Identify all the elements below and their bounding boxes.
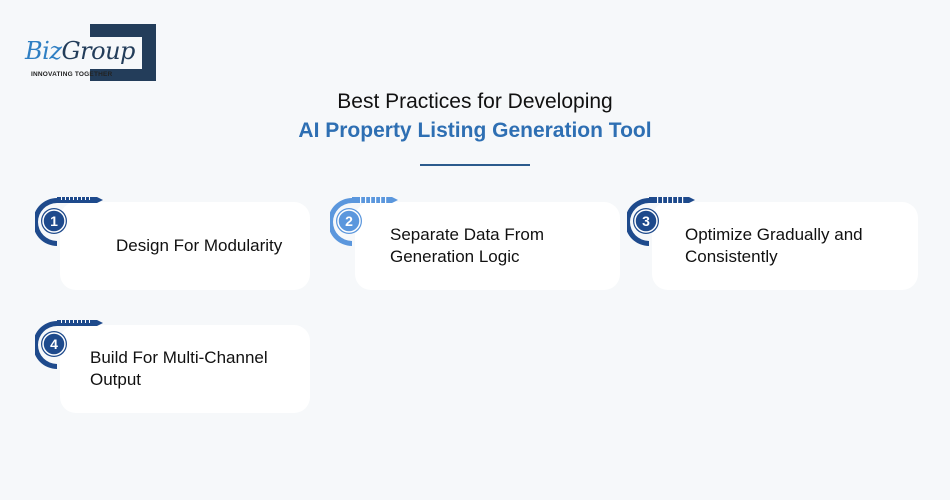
number-badge-icon: 2 [330, 190, 410, 250]
number-badge-icon: 3 [627, 190, 707, 250]
practice-card-3: Optimize Gradually and Consistently 3 [627, 190, 918, 290]
page-title: Best Practices for Developing AI Propert… [0, 88, 950, 146]
practice-label: Separate Data From Generation Logic [390, 225, 545, 266]
practice-card-2: Separate Data From Generation Logic 2 [330, 190, 620, 290]
card-background: Design For Modularity [60, 202, 310, 290]
logo-group-text: Group [61, 37, 135, 65]
practice-label: Design For Modularity [116, 236, 283, 255]
badge-number: 1 [50, 213, 58, 229]
practice-label: Optimize Gradually and Consistently [685, 225, 863, 266]
badge-number: 3 [642, 213, 650, 229]
number-badge-icon: 1 [35, 190, 115, 250]
bizgroup-logo: BizGroup INNOVATING TOGETHER [22, 24, 162, 84]
title-underline-divider [420, 164, 530, 166]
badge-number: 2 [345, 213, 353, 229]
badge-number: 4 [50, 336, 58, 352]
logo-biz-text: Biz [25, 37, 62, 65]
logo-tagline: INNOVATING TOGETHER [31, 71, 113, 78]
practice-card-4: Build For Multi-Channel Output 4 [35, 313, 310, 413]
practice-label: Build For Multi-Channel Output [90, 348, 268, 389]
practice-card-1: Design For Modularity 1 [35, 190, 310, 290]
card-background: Separate Data From Generation Logic [355, 202, 620, 290]
card-background: Optimize Gradually and Consistently [652, 202, 918, 290]
number-badge-icon: 4 [35, 313, 115, 373]
title-line-2: AI Property Listing Generation Tool [298, 119, 652, 142]
card-background: Build For Multi-Channel Output [60, 325, 310, 413]
logo-wordmark: BizGroup [25, 38, 135, 64]
title-line-1: Best Practices for Developing [337, 90, 613, 113]
